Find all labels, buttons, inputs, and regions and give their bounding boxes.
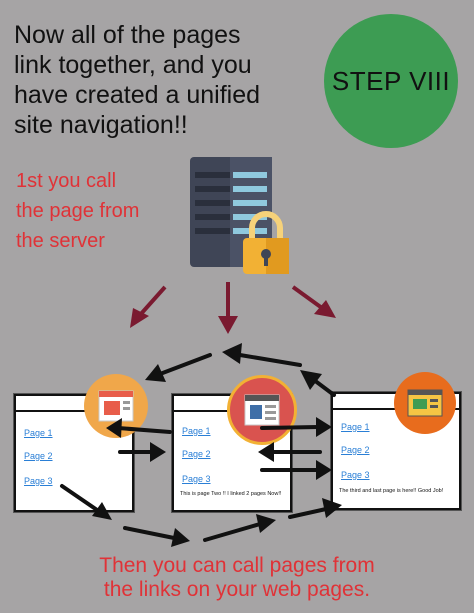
bottom-note: Then you can call pages from the links o…: [0, 554, 474, 602]
server-note-line: 1st you call: [16, 170, 117, 192]
headline-line: Now all of the pages: [14, 21, 241, 49]
headline-line: site navigation!!: [14, 111, 188, 139]
page-note: The third and last page is here!! Good J…: [339, 488, 444, 494]
page-1-link[interactable]: Page 1: [341, 422, 370, 432]
headline-line: have created a unified: [14, 81, 261, 109]
padlock-icon: [243, 211, 289, 274]
step-badge: STEP VIII: [324, 14, 458, 148]
page-2-link[interactable]: Page 2: [341, 445, 370, 455]
headline-line: link together, and you: [14, 51, 252, 79]
webpage-icon: [84, 374, 148, 438]
step-label: STEP VIII: [331, 65, 451, 96]
bottom-note-line: the links on your web pages.: [103, 578, 371, 601]
page-note: This is page Two !! I linked 2 pages Now…: [180, 491, 282, 497]
webpage-icon: [227, 375, 297, 445]
server-note-line: the page from: [16, 200, 140, 222]
page-1-link[interactable]: Page 1: [24, 428, 53, 438]
page-3-link[interactable]: Page 3: [24, 476, 53, 486]
page-3-link[interactable]: Page 3: [182, 474, 211, 484]
webpage-icon: [394, 372, 456, 434]
server-arrows: [130, 282, 336, 334]
page-1-link[interactable]: Page 1: [182, 426, 211, 436]
headline: Now all of the pages link together, and …: [14, 20, 314, 140]
page-3-link[interactable]: Page 3: [341, 470, 370, 480]
server-note-line: the server: [16, 230, 105, 252]
server-note: 1st you call the page from the server: [16, 166, 176, 256]
bottom-note-line: Then you can call pages from: [99, 554, 375, 577]
page-2-link[interactable]: Page 2: [182, 449, 211, 459]
page-2-link[interactable]: Page 2: [24, 451, 53, 461]
